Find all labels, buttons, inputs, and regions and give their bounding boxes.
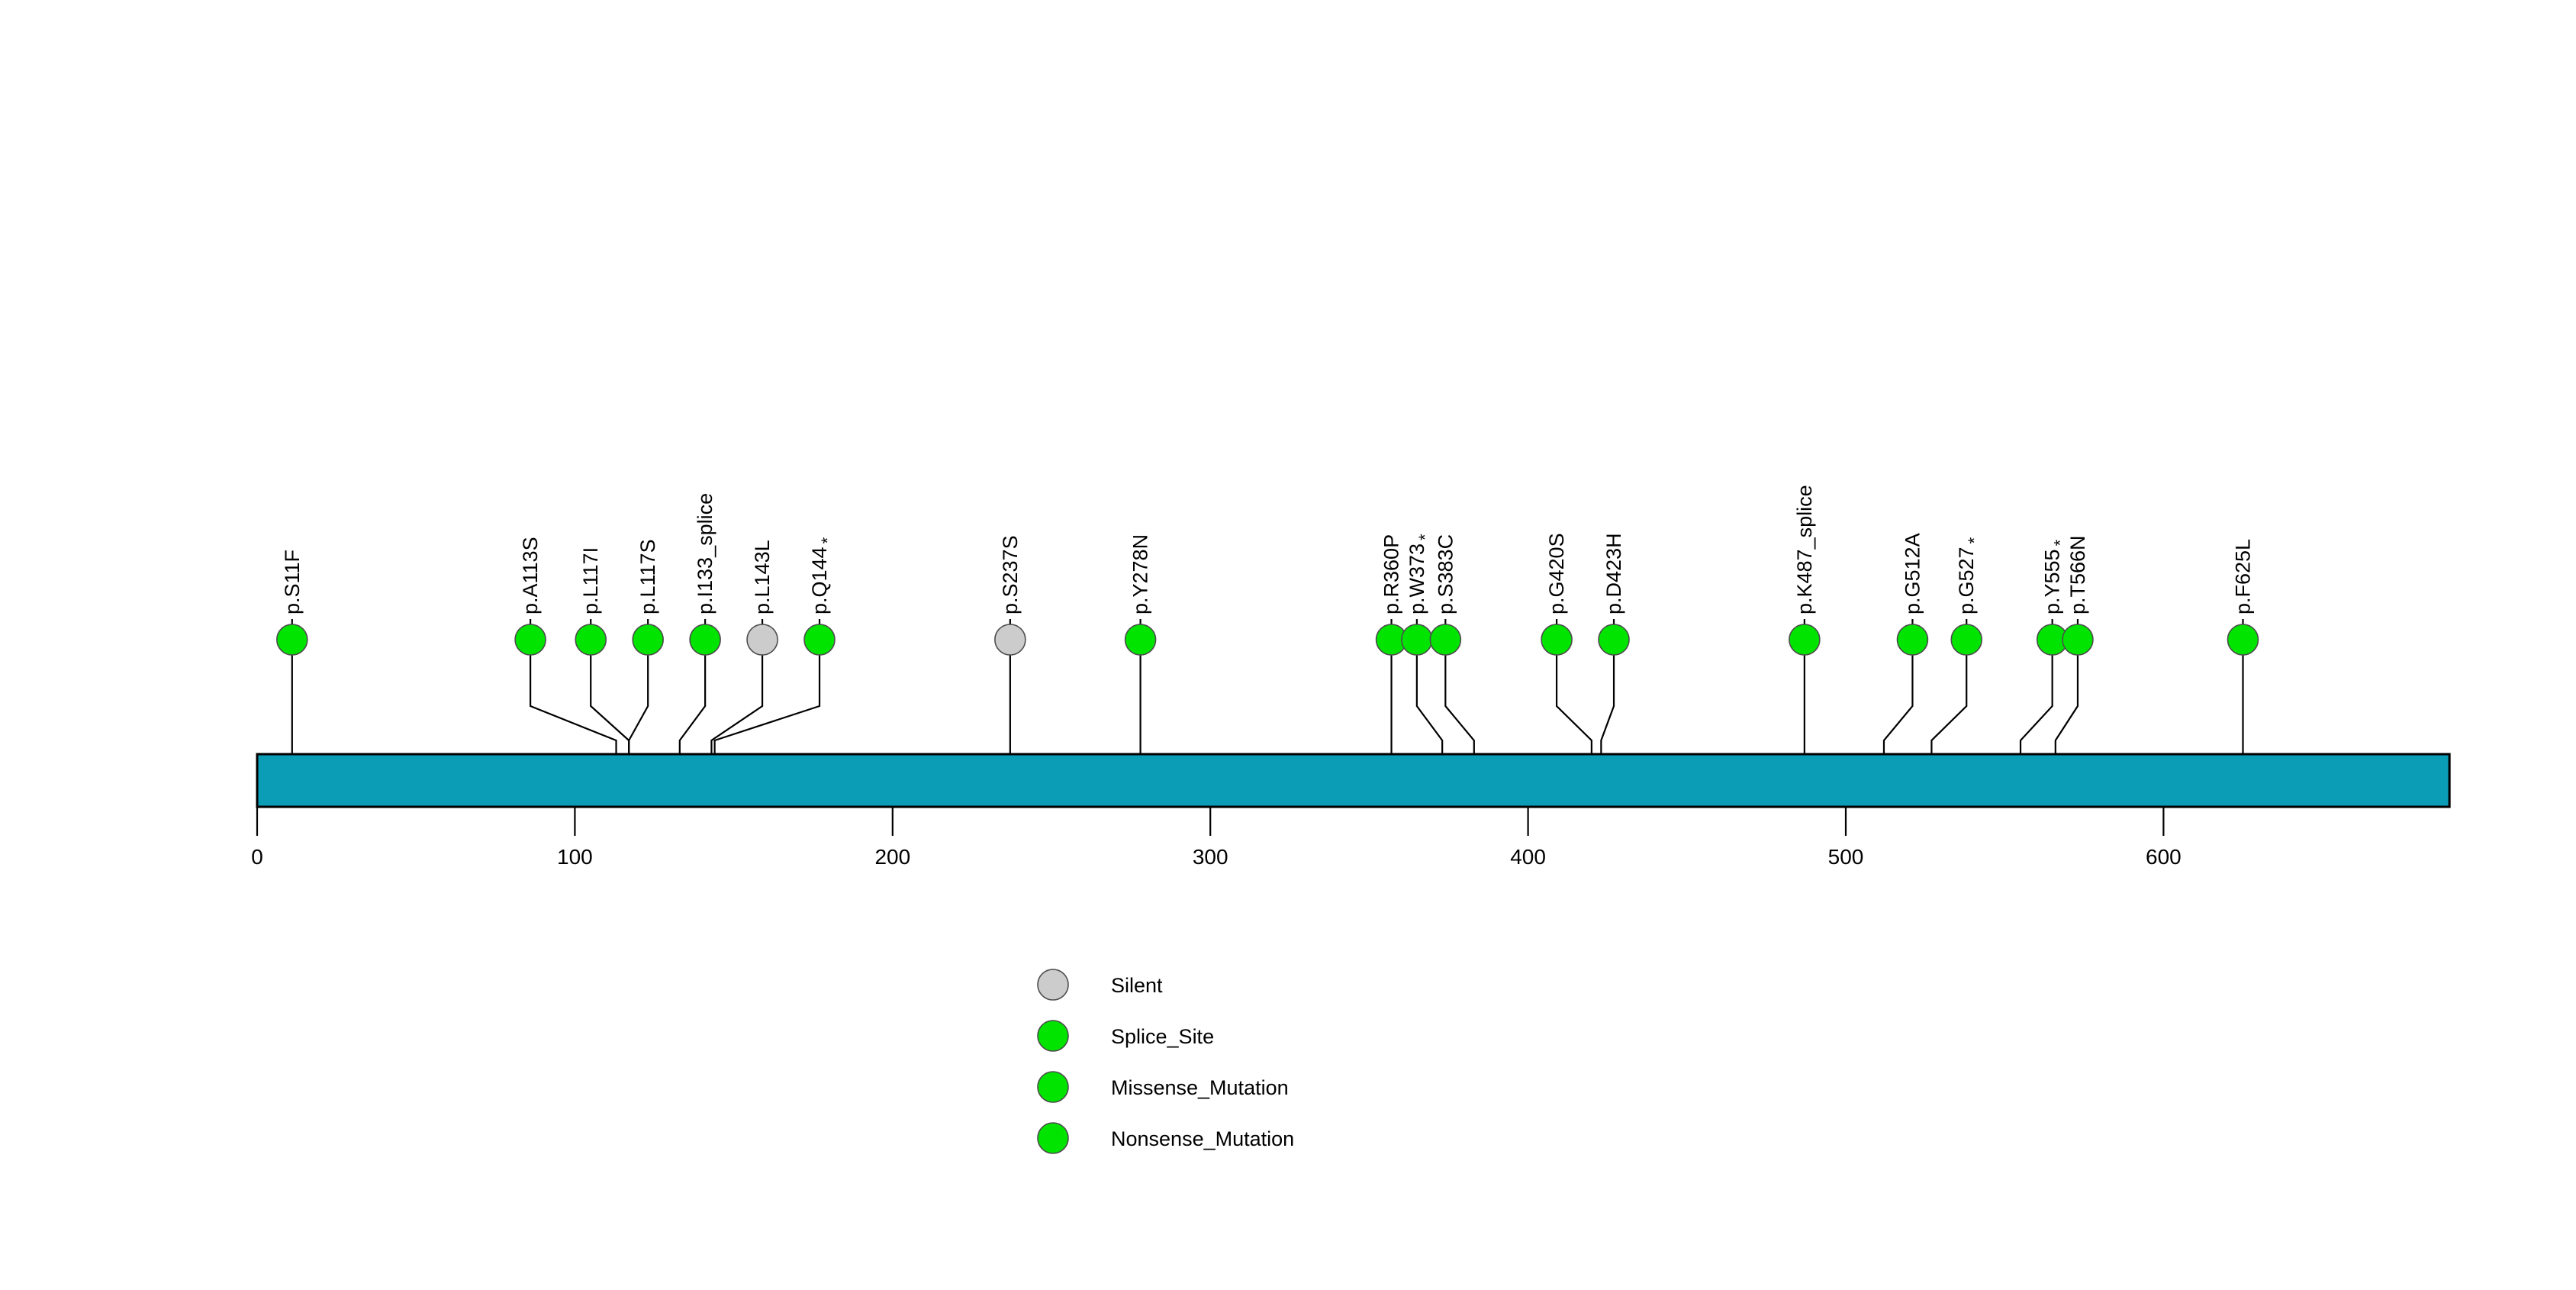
mutation-label-group: p.G420S [1545, 533, 1568, 614]
legend-swatch[interactable] [1037, 1071, 1069, 1103]
mutation-lollipop-head[interactable] [994, 624, 1026, 656]
mutation-lollipop-head[interactable] [2227, 624, 2259, 656]
mutation-label: p.S11F [281, 550, 304, 614]
mutation-label-group: p.L117I [579, 547, 602, 614]
mutation-label: p.Y278N [1129, 534, 1152, 614]
mutation-label: p.G420S [1545, 533, 1568, 614]
mutation-label-stop-star: * [1965, 537, 1984, 543]
mutation-label-stop-star: * [818, 537, 837, 543]
mutation-label: p.L117S [636, 539, 659, 614]
mutation-lollipop-head[interactable] [1429, 624, 1462, 656]
legend-label: Missense_Mutation [1111, 1076, 1289, 1099]
legend-swatch[interactable] [1037, 1122, 1069, 1154]
mutation-label-group: p.S237S [999, 535, 1022, 614]
mutation-label: p.F625L [2232, 539, 2255, 614]
mutation-lollipop-head[interactable] [1950, 624, 1983, 656]
legend-swatch[interactable] [1037, 969, 1069, 1001]
legend-group: SilentSplice_SiteMissense_MutationNonsen… [1037, 969, 1294, 1154]
mutation-label: p.T566N [2066, 535, 2089, 614]
mutation-label-group: p.R360P [1380, 534, 1403, 614]
legend-label: Splice_Site [1111, 1025, 1214, 1048]
protein-bar-tickmarks [291, 619, 2244, 626]
mutation-label: p.Q144 [808, 547, 831, 614]
mutation-label-group: p.K487_splice [1793, 485, 1816, 614]
protein-bar-rect [256, 753, 2451, 808]
mutation-label: p.L143L [751, 540, 774, 614]
legend-swatch[interactable] [1037, 1020, 1069, 1052]
mutation-label: p.G527 [1955, 547, 1978, 614]
mutation-label-group: p.D423H [1602, 533, 1625, 614]
mutation-lollipop-head[interactable] [803, 624, 836, 656]
mutation-lollipop-head[interactable] [2062, 624, 2094, 656]
mutation-label: p.Y555 [2041, 549, 2064, 614]
mutation-label-group: p.L143L [751, 540, 774, 614]
mutation-label-group: p.Q144 * [808, 537, 837, 614]
mutation-labels-group: p.S11F p.A113S p.L117I p.L117S p.I133_splice… [281, 485, 2255, 614]
mutation-label: p.L117I [579, 547, 602, 614]
mutation-label: p.K487_splice [1793, 485, 1816, 614]
mutation-lollipop-head[interactable] [689, 624, 721, 656]
mutation-lollipop-head[interactable] [514, 624, 546, 656]
mutation-label-group: p.A113S [519, 537, 542, 614]
mutation-label: p.I133_splice [694, 493, 716, 614]
mutation-lollipop-head[interactable] [1598, 624, 1630, 656]
mutation-label-group: p.F625L [2232, 539, 2255, 614]
mutation-label-group: p.L117S [636, 539, 659, 614]
mutation-lollipop-head[interactable] [632, 624, 664, 656]
mutation-lollipop-head[interactable] [1124, 624, 1157, 656]
mutation-label: p.A113S [519, 537, 542, 614]
mutation-label-group: p.G527 * [1955, 537, 1984, 614]
mutation-label-group: p.Y278N [1129, 534, 1152, 614]
mutation-lollipop-head[interactable] [575, 624, 607, 656]
mutation-label-stop-star: * [1415, 534, 1435, 540]
x-axis-group: 0 100 200 300 400 500 600 [251, 807, 2182, 869]
x-axis-tick-label: 0 [251, 845, 263, 869]
mutation-lollipop-head[interactable] [746, 624, 778, 656]
mutation-label-group: p.S383C [1434, 534, 1457, 614]
legend-label: Silent [1111, 974, 1163, 997]
x-axis-tick-label: 600 [2146, 845, 2182, 869]
mutation-label-group: p.G512A [1901, 533, 1924, 614]
mutation-label-group: p.I133_splice [694, 493, 716, 614]
mutation-lollipop-head[interactable] [1896, 624, 1929, 656]
mutation-label: p.G512A [1901, 533, 1924, 614]
x-axis-tick-label: 400 [1510, 845, 1546, 869]
x-axis-tick-label: 200 [874, 845, 910, 869]
legend-label: Nonsense_Mutation [1111, 1127, 1294, 1150]
mutation-lollipop-head[interactable] [1401, 624, 1433, 656]
mutation-label-group: p.Y555 * [2041, 539, 2070, 614]
x-axis-tick-label: 100 [557, 845, 593, 869]
mutation-heads-group [276, 624, 2259, 656]
mutation-label-group: p.S11F [281, 550, 304, 614]
mutation-lollipop-head[interactable] [1789, 624, 1821, 656]
mutation-label: p.R360P [1380, 534, 1403, 614]
mutation-label: p.S383C [1434, 534, 1457, 614]
protein-domain-bar [256, 753, 2451, 808]
mutation-label-stop-star: * [2051, 539, 2070, 546]
mutation-label-group: p.W373 * [1406, 534, 1435, 614]
mutation-label-group: p.T566N [2066, 535, 2089, 614]
mutation-label: p.D423H [1602, 533, 1625, 614]
x-axis-tick-label: 500 [1828, 845, 1864, 869]
x-axis-tick-label: 300 [1193, 845, 1228, 869]
mutation-lollipop-head[interactable] [1541, 624, 1573, 656]
mutation-lollipop-head[interactable] [276, 624, 308, 656]
mutation-label: p.S237S [999, 535, 1022, 614]
mutation-label: p.W373 [1406, 543, 1428, 614]
